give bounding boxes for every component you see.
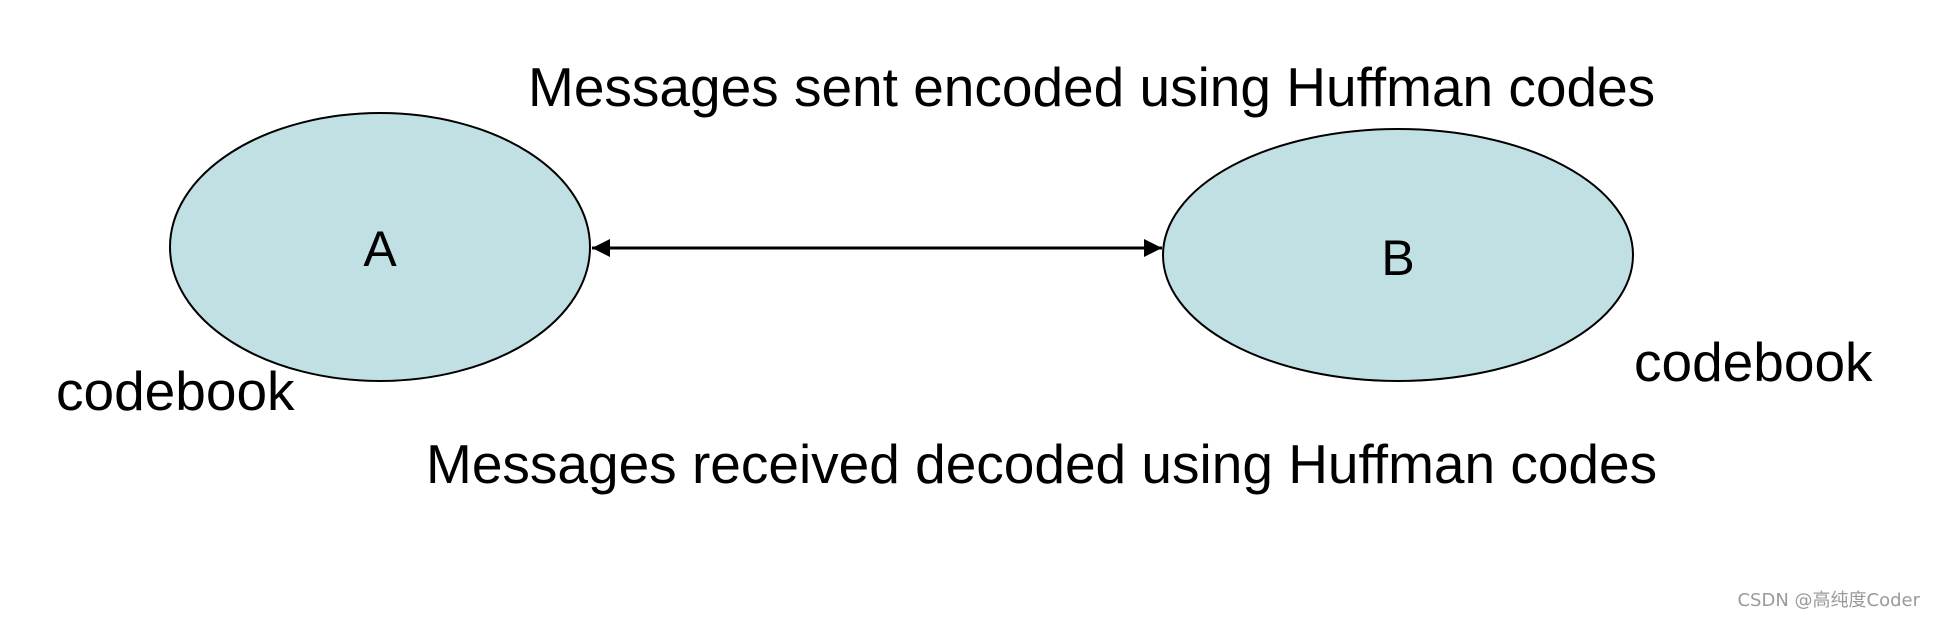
node-a-ellipse (169, 112, 591, 382)
node-b-ellipse (1162, 128, 1634, 382)
node-a-label: A (363, 221, 397, 277)
node-b-label: B (1381, 230, 1414, 286)
top-caption: Messages sent encoded using Huffman code… (528, 56, 1655, 118)
bottom-caption: Messages received decoded using Huffman … (426, 433, 1657, 495)
node-a-codebook-label: codebook (56, 360, 295, 422)
node-b-codebook-label: codebook (1634, 331, 1873, 393)
watermark: CSDN @高纯度Coder (1737, 590, 1920, 611)
